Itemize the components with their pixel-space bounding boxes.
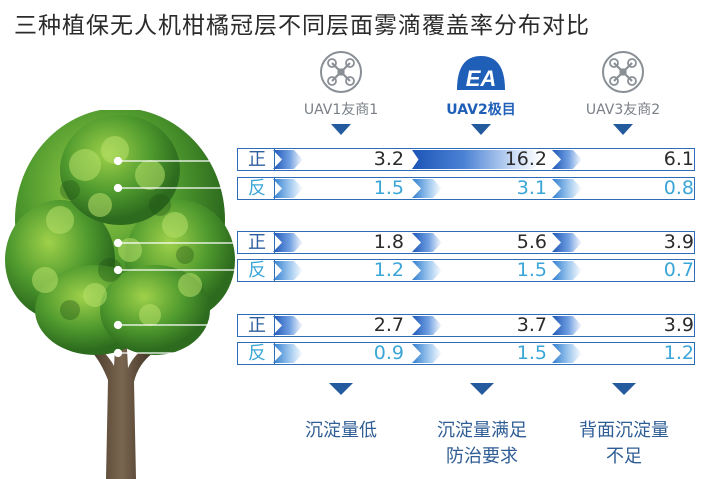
value-bar xyxy=(412,316,442,335)
value-cell: 3.2 xyxy=(373,148,404,170)
ea-logo: EA xyxy=(457,56,505,91)
uav2-arrow xyxy=(471,124,491,135)
value-cell: 3.9 xyxy=(663,231,694,253)
bottom-arrow-1 xyxy=(329,383,353,395)
front-label: 正 xyxy=(248,315,266,336)
value-bar xyxy=(412,261,442,280)
uav1-header: UAV1友商1 xyxy=(281,50,401,135)
value-bar xyxy=(412,150,542,169)
uav3-arrow xyxy=(613,124,633,135)
value-bar xyxy=(273,179,303,198)
drone-icon xyxy=(320,51,362,93)
value-bar xyxy=(273,150,303,169)
value-bar xyxy=(552,316,582,335)
table-row: 正 3.2 16.2 6.1 xyxy=(237,148,697,171)
note-uav3: 背面沉淀量 不足 xyxy=(554,418,694,470)
row-separator xyxy=(274,178,275,199)
uav2-label: UAV2极目 xyxy=(446,102,516,118)
note-line: 沉淀量低 xyxy=(305,420,377,441)
value-bar xyxy=(412,344,442,363)
note-line: 沉淀量满足 xyxy=(437,420,527,441)
note-line: 不足 xyxy=(606,446,642,467)
tree-illustration xyxy=(5,110,237,479)
uav1-arrow xyxy=(331,124,351,135)
row-separator xyxy=(274,149,275,170)
value-cell: 3.9 xyxy=(663,314,694,336)
uav3-label: UAV3友商2 xyxy=(585,102,661,118)
value-bar xyxy=(273,261,303,280)
value-cell: 1.8 xyxy=(373,231,404,253)
value-bar xyxy=(273,316,303,335)
value-bar xyxy=(412,179,442,198)
note-line: 背面沉淀量 xyxy=(579,420,669,441)
bottom-arrow-3 xyxy=(612,383,636,395)
row-separator xyxy=(274,260,275,281)
uav1-label: UAV1友商1 xyxy=(303,102,379,118)
bottom-arrow-2 xyxy=(470,383,494,395)
value-cell: 0.9 xyxy=(373,342,404,364)
value-bar xyxy=(552,344,582,363)
row-frame xyxy=(237,231,695,254)
value-bar xyxy=(412,233,442,252)
row-frame xyxy=(237,342,695,365)
table-row: 正 1.8 5.6 3.9 xyxy=(237,231,697,254)
row-separator xyxy=(274,232,275,253)
value-cell: 5.6 xyxy=(516,231,547,253)
note-line: 防治要求 xyxy=(446,446,518,467)
value-cell: 3.1 xyxy=(516,177,547,199)
table-row: 反 1.2 1.5 0.7 xyxy=(237,259,697,282)
row-separator xyxy=(274,315,275,336)
back-label: 反 xyxy=(248,178,266,199)
value-cell: 0.7 xyxy=(663,259,694,281)
row-frame xyxy=(237,148,695,171)
drone-icon xyxy=(602,51,644,93)
back-label: 反 xyxy=(248,260,266,281)
value-bar xyxy=(552,179,582,198)
back-label: 反 xyxy=(248,343,266,364)
row-frame xyxy=(237,314,695,337)
table-row: 正 2.7 3.7 3.9 xyxy=(237,314,697,337)
value-cell: 16.2 xyxy=(504,148,547,170)
table-row: 反 1.5 3.1 0.8 xyxy=(237,177,697,200)
value-cell: 2.7 xyxy=(373,314,404,336)
front-label: 正 xyxy=(248,149,266,170)
page-title: 三种植保无人机柑橘冠层不同层面雾滴覆盖率分布对比 xyxy=(14,13,590,39)
note-uav1: 沉淀量低 xyxy=(271,418,411,444)
value-cell: 1.5 xyxy=(373,177,404,199)
value-cell: 0.8 xyxy=(663,177,694,199)
row-frame xyxy=(237,259,695,282)
front-label: 正 xyxy=(248,232,266,253)
value-bar xyxy=(552,150,582,169)
row-frame xyxy=(237,177,695,200)
value-bar xyxy=(273,233,303,252)
value-bar xyxy=(552,233,582,252)
value-cell: 1.2 xyxy=(663,342,694,364)
table-row: 反 0.9 1.5 1.2 xyxy=(237,342,697,365)
value-bar xyxy=(552,261,582,280)
note-uav2: 沉淀量满足 防治要求 xyxy=(412,418,552,470)
row-separator xyxy=(274,343,275,364)
value-cell: 1.2 xyxy=(373,259,404,281)
value-cell: 1.5 xyxy=(516,259,547,281)
value-cell: 6.1 xyxy=(663,148,694,170)
value-cell: 3.7 xyxy=(516,314,547,336)
value-cell: 1.5 xyxy=(516,342,547,364)
ea-logo-text: EA xyxy=(466,66,497,91)
uav2-header: EA UAV2极目 xyxy=(421,50,541,135)
uav3-header: UAV3友商2 xyxy=(563,50,683,135)
value-bar xyxy=(273,344,303,363)
